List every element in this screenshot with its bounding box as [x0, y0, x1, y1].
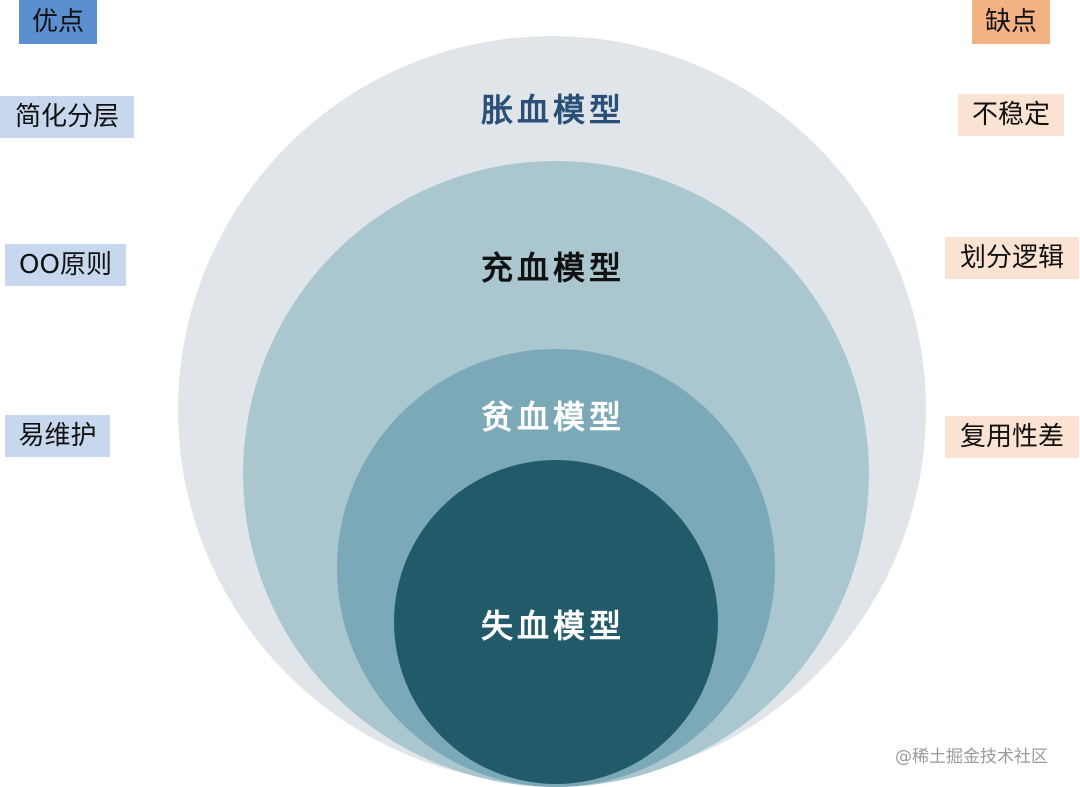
advantage-tag: OO原则 [5, 244, 126, 286]
bloodless-model-circle [394, 460, 718, 784]
watermark: @稀土掘金技术社区 [895, 747, 1048, 767]
advantage-tag: 易维护 [5, 415, 110, 457]
disadvantage-tag: 划分逻辑 [945, 237, 1079, 279]
rich-model-label: 充血模型 [480, 249, 625, 287]
disadvantage-tag: 复用性差 [945, 416, 1079, 458]
bloodless-model-label: 失血模型 [480, 607, 625, 645]
bloated-model-label: 胀血模型 [480, 91, 625, 129]
disadvantages-header: 缺点 [972, 0, 1050, 44]
advantage-tag: 简化分层 [0, 96, 134, 138]
anemic-model-label: 贫血模型 [480, 398, 625, 436]
disadvantage-tag: 不稳定 [958, 94, 1064, 136]
advantages-header: 优点 [19, 0, 97, 44]
